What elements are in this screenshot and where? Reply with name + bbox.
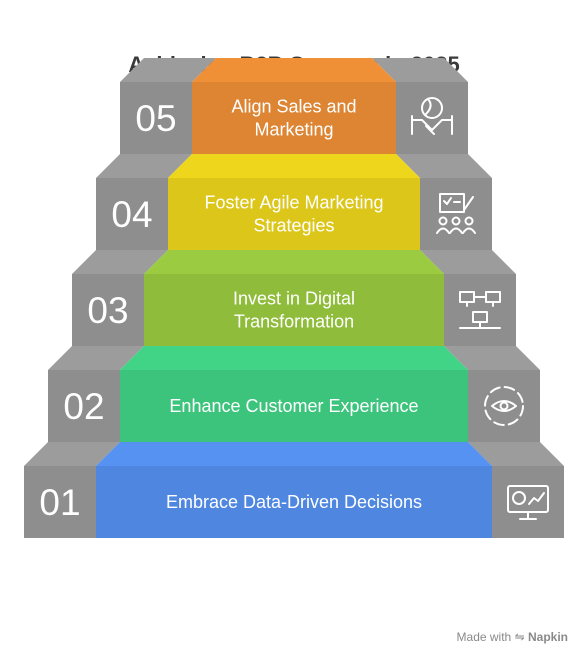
made-with-text: Made with: [456, 630, 512, 644]
team-checklist-icon: [436, 193, 476, 234]
step-number: 05: [135, 98, 176, 139]
step-left-top-face: [120, 58, 216, 82]
step-face: [168, 178, 420, 250]
step-icon-block: [420, 178, 492, 250]
step-02: 02 Enhance Customer Experience: [48, 346, 540, 442]
step-left-top-face: [24, 442, 120, 466]
step-label-line: Enhance Customer Experience: [169, 396, 418, 416]
step-right-top-face: [468, 442, 564, 466]
step-face: [120, 370, 468, 442]
napkin-logo-icon: ⇋: [514, 630, 525, 644]
step-label-line: Embrace Data-Driven Decisions: [166, 492, 422, 512]
step-label-line: Transformation: [234, 312, 354, 332]
step-number-block: [48, 370, 120, 442]
handshake-globe-icon: [411, 97, 453, 135]
step-number-block: [24, 466, 96, 538]
step-right-top-face: [396, 154, 492, 178]
step-face: [192, 82, 396, 154]
step-top-face: [168, 154, 420, 178]
dashboard-monitor-icon: [507, 485, 549, 520]
network-computers-icon: [459, 291, 501, 329]
step-left-top-face: [72, 250, 168, 274]
step-number: 01: [39, 482, 80, 523]
napkin-brand: Napkin: [527, 630, 568, 644]
step-label-line: Strategies: [253, 216, 334, 236]
step-right-top-face: [372, 58, 468, 82]
step-icon-block: [468, 370, 540, 442]
step-face: [144, 274, 444, 346]
step-number: 02: [63, 386, 104, 427]
step-right-top-face: [420, 250, 516, 274]
step-number-block: [96, 178, 168, 250]
step-icon-block: [444, 274, 516, 346]
step-icon-block: [492, 466, 564, 538]
step-01: 01 Embrace Data-Driven Decisions: [24, 442, 564, 538]
eye-cycle-icon: [484, 386, 524, 426]
step-face: [96, 466, 492, 538]
step-label-line: Marketing: [254, 120, 333, 140]
step-top-face: [96, 442, 492, 466]
footer-credit: Made with ⇋ Napkin: [457, 630, 568, 644]
step-top-face: [192, 58, 396, 82]
step-number: 03: [87, 290, 128, 331]
step-label-line: Invest in Digital: [233, 289, 355, 309]
step-right-top-face: [444, 346, 540, 370]
step-number: 04: [111, 194, 152, 235]
step-label-line: Foster Agile Marketing: [204, 193, 383, 213]
step-top-face: [120, 346, 468, 370]
step-label-line: Align Sales and: [231, 97, 356, 117]
step-left-top-face: [96, 154, 192, 178]
step-top-face: [144, 250, 444, 274]
step-number-block: [120, 82, 192, 154]
step-left-top-face: [48, 346, 144, 370]
step-number-block: [72, 274, 144, 346]
